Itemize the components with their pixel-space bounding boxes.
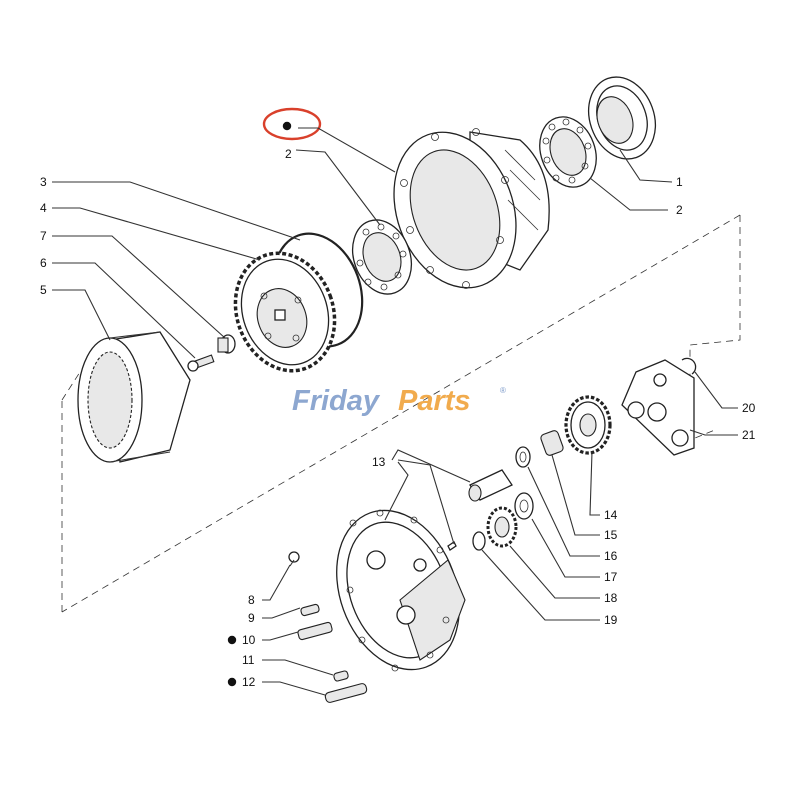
dashed-boundary [689,215,741,441]
part-9-pin [300,603,320,617]
label-4: 4 [40,201,47,215]
label-6: 6 [40,256,47,270]
part-7-bush [217,334,236,354]
part-8-screw [288,551,300,567]
label-14: 14 [604,508,618,522]
part-11-pin [333,670,349,682]
label-13: 13 [372,455,386,469]
part-13-pin [468,469,513,502]
label-1: 1 [676,175,683,189]
label-17: 17 [604,570,618,584]
label-19: 19 [604,613,618,627]
part-18-planet-gear [486,506,518,548]
dashed-line-lower [61,214,741,613]
label-20: 20 [742,401,756,415]
hub-housing [393,128,550,289]
marker-dot-10-icon [227,635,237,645]
label-7: 7 [40,229,47,243]
part-2-bearing-right [539,116,597,188]
label-10: 10 [242,633,256,647]
marker-dot-12-icon [227,677,237,687]
label-2-top: 2 [285,147,292,161]
part-4-ring-gear [233,251,337,373]
part-6-screw [187,354,215,372]
label-9: 9 [248,611,255,625]
part-1-seal [588,76,656,160]
highlight-dot-icon [282,121,292,131]
highlight-marker [262,107,322,141]
part-10-stud [297,621,333,641]
part-5-internal-ring [77,331,191,463]
part-16-washer [515,446,531,468]
part-17-washer [514,492,534,520]
watermark-word-1: Friday [292,385,381,417]
label-18: 18 [604,591,618,605]
label-16: 16 [604,549,618,563]
label-11: 11 [242,653,255,667]
callout-labels: 2 1 2 3 4 7 6 5 20 21 13 14 15 16 17 18 … [40,147,756,689]
part-20-snap-ring [681,357,697,375]
label-2: 2 [676,203,683,217]
planet-carrier [336,509,466,672]
part-21-carrier-plate [621,359,695,456]
dashed-line-left-join [61,371,81,401]
label-3: 3 [40,175,47,189]
part-19-washer [472,531,486,551]
label-5: 5 [40,283,47,297]
label-21: 21 [742,428,756,442]
watermark: Friday Parts ® [292,385,506,417]
watermark-word-2: Parts [398,385,471,417]
label-12: 12 [242,675,256,689]
part-2-bearing-center [352,219,412,295]
part-14-planet-gear [564,395,612,455]
label-8: 8 [248,593,255,607]
label-15: 15 [604,528,618,542]
highlight-circle [262,107,322,141]
leader-lines [52,127,738,696]
part-12-stud [324,683,368,703]
small-pin [447,541,457,551]
part-15-needle-bearing [540,430,564,456]
watermark-registered-mark: ® [500,386,506,395]
